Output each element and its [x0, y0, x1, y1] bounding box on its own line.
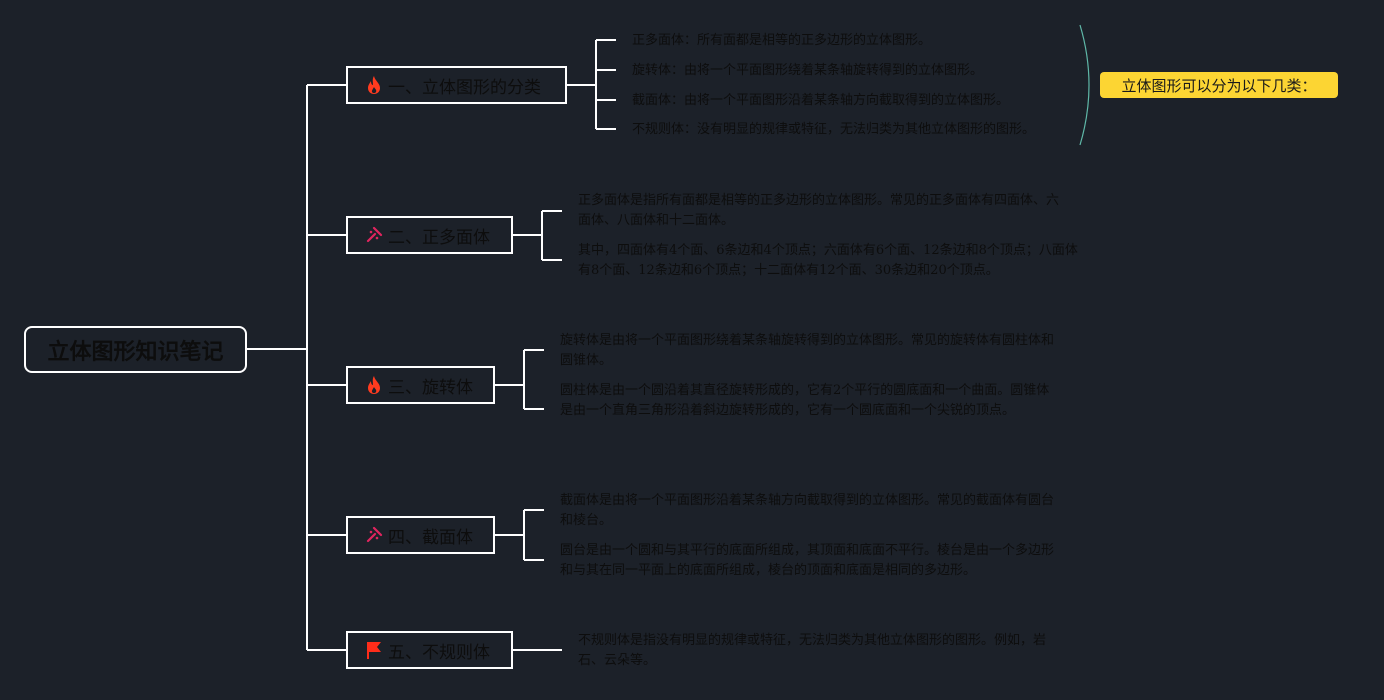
fire-icon	[364, 75, 384, 95]
pin-icon	[364, 225, 384, 245]
leaf-item[interactable]: 正多面体：所有面都是相等的正多边形的立体图形。	[632, 33, 932, 48]
leaf-connector-2	[512, 210, 562, 261]
leaf-item[interactable]: 不规则体：没有明显的规律或特征，无法归类为其他立体图形的图形。	[632, 122, 1036, 137]
branch-label: 二、正多面体	[388, 227, 490, 248]
fire-icon	[364, 375, 384, 395]
leaf-paragraph[interactable]: 旋转体是由将一个平面图形绕着某条轴旋转得到的立体图形。常见的旋转体有圆柱体和圆锥…	[560, 333, 1055, 368]
root-connector	[247, 85, 308, 650]
branch-classification[interactable]: 一、立体图形的分类	[346, 66, 567, 104]
leaf-connector-1	[566, 39, 616, 130]
branch-irregular-solid[interactable]: 五、不规则体	[346, 631, 513, 669]
flag-icon	[364, 640, 384, 660]
summary-bracket	[1079, 24, 1090, 146]
leaf-paragraph[interactable]: 不规则体是指没有明显的规律或特征，无法归类为其他立体图形的图形。例如，岩石、云朵…	[578, 633, 1047, 668]
branch-label: 五、不规则体	[388, 642, 490, 663]
leaf-item[interactable]: 旋转体：由将一个平面图形绕着某条轴旋转得到的立体图形。	[632, 63, 984, 78]
branch-section-solid[interactable]: 四、截面体	[346, 516, 495, 554]
leaf-paragraph[interactable]: 截面体是由将一个平面图形沿着某条轴方向截取得到的立体图形。常见的截面体有圆台和棱…	[560, 493, 1055, 528]
summary-label[interactable]: 立体图形可以分为以下几类：	[1100, 72, 1338, 98]
leaf-paragraph[interactable]: 圆台是由一个圆和与其平行的底面所组成，其顶面和底面不平行。棱台是由一个多边形和与…	[560, 543, 1055, 578]
leaf-item[interactable]: 截面体：由将一个平面图形沿着某条轴方向截取得到的立体图形。	[632, 93, 1010, 108]
branch-regular-polyhedron[interactable]: 二、正多面体	[346, 216, 513, 254]
root-title: 立体图形知识笔记	[47, 339, 224, 365]
pin-icon	[364, 525, 384, 545]
leaf-paragraph[interactable]: 其中，四面体有4个面、6条边和4个顶点；六面体有6个面、12条边和8个顶点；八面…	[578, 243, 1078, 278]
leaf-paragraph[interactable]: 正多面体是指所有面都是相等的正多边形的立体图形。常见的正多面体有四面体、六面体、…	[578, 193, 1060, 228]
leaf-paragraph[interactable]: 圆柱体是由一个圆沿着其直径旋转形成的，它有2个平行的圆底面和一个曲面。圆锥体是由…	[560, 383, 1050, 418]
branch-label: 四、截面体	[388, 527, 473, 548]
root-topic[interactable]: 立体图形知识笔记	[24, 326, 247, 373]
branch-label: 三、旋转体	[388, 377, 473, 398]
branch-label: 一、立体图形的分类	[388, 77, 541, 98]
summary-text: 立体图形可以分为以下几类：	[1121, 76, 1317, 95]
leaf-connector-3	[494, 349, 544, 410]
leaf-connector-4	[494, 509, 544, 561]
branch-solid-of-revolution[interactable]: 三、旋转体	[346, 366, 495, 404]
